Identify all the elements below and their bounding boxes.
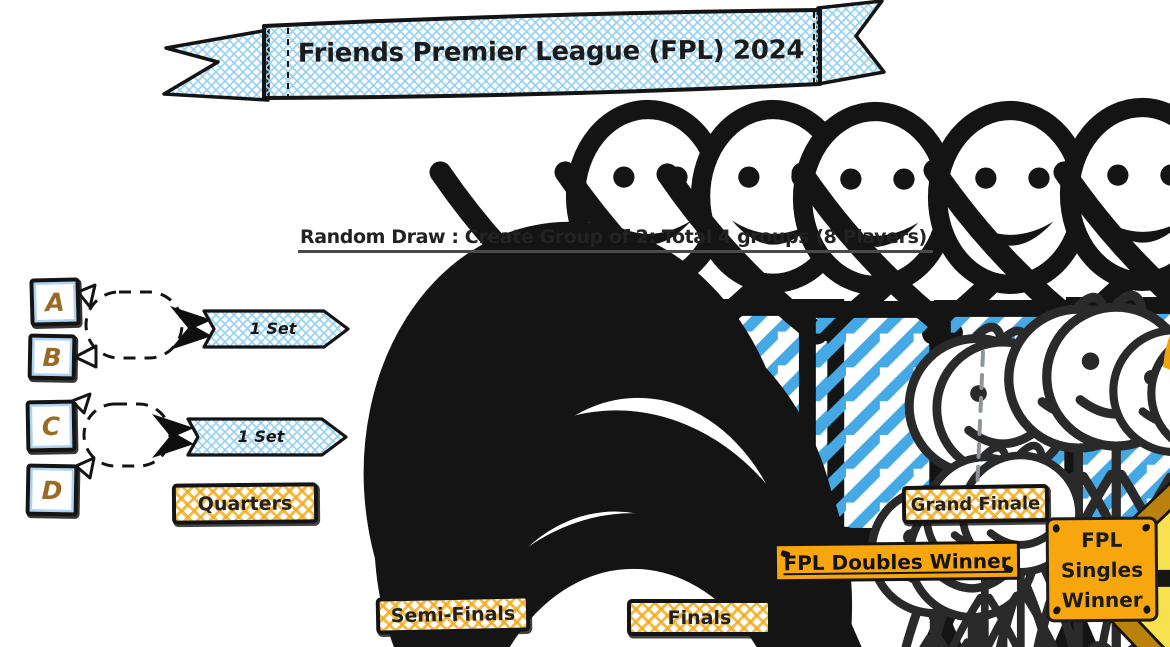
group-d-label: D [41, 475, 63, 505]
nail-icon [1142, 604, 1152, 615]
semi-finals-stage-label: Semi-Finals [375, 594, 531, 635]
ribbon-right-tail [816, 0, 886, 86]
group-a-flag-icon [76, 283, 97, 309]
set-arrow-2 [186, 417, 348, 457]
nail-icon [1141, 522, 1152, 533]
grand-finale-text: Grand Finale [910, 492, 1041, 516]
finals-text: Finals [667, 606, 732, 629]
semi-finals-text: Semi-Finals [390, 602, 516, 627]
nail-icon [1051, 523, 1062, 534]
ribbon-band [262, 8, 822, 100]
quarters-text: Quarters [197, 492, 293, 515]
finals-stage-label: Finals [627, 599, 772, 636]
group-a-label: A [44, 287, 66, 317]
group-b-flag-icon [73, 344, 98, 369]
arrow-chevron-icon [170, 306, 212, 350]
singles-winner-line1: FPL [1081, 527, 1123, 552]
group-c-label: C [41, 411, 61, 441]
arrow-chevron-icon [152, 414, 194, 458]
group-b-label: B [42, 342, 62, 372]
singles-winner-line3: Winner [1061, 587, 1143, 612]
doubles-winner-banner: FPL Doubles Winner [773, 540, 1021, 583]
singles-winner-sign: FPL Singles Winner [1045, 516, 1159, 623]
grand-finale-divider [975, 350, 985, 495]
random-draw-heading: Random Draw : Create Group of 2: Total 4… [298, 226, 933, 253]
doubles-winner-text: FPL Doubles Winner [783, 548, 1011, 575]
set-arrow-2-label: 1 Set [237, 427, 285, 446]
singles-winner-line2: Singles [1060, 557, 1144, 582]
set-arrow-1-label: 1 Set [249, 319, 297, 338]
group-c-flag-icon [70, 392, 92, 415]
nail-icon [1052, 605, 1062, 616]
ribbon-left-tail [162, 28, 270, 102]
group-box-d: D [25, 463, 79, 517]
quarters-stage-label: Quarters [171, 482, 319, 525]
title-ribbon [162, 0, 886, 102]
match-loop-ab [84, 290, 184, 360]
group-draw-section [70, 231, 834, 647]
group-box-b: B [27, 333, 77, 381]
tournament-title: Friends Premier League (FPL) 2024 [297, 35, 805, 69]
group-box-c: C [25, 399, 77, 453]
set-arrows [152, 306, 350, 458]
group-d-flag-icon [74, 456, 96, 480]
group-box-a: A [29, 277, 81, 327]
match-loop-cd [82, 402, 172, 468]
grand-finale-section [975, 257, 1170, 647]
set-arrow-1 [202, 309, 350, 349]
grand-finale-stage-label: Grand Finale [901, 483, 1050, 525]
